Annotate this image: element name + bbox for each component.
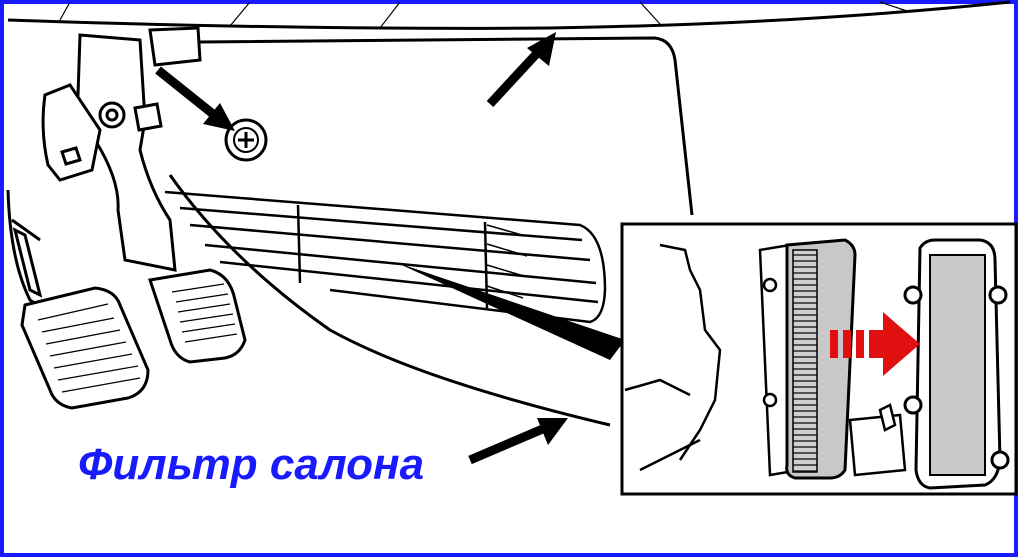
lower-panel (168, 36, 694, 427)
filter-cover (903, 238, 1010, 490)
inset-detail (620, 222, 1018, 496)
insertion-arrow-icon (830, 312, 920, 376)
pedal-bracket (41, 26, 202, 182)
side-trim (6, 189, 61, 322)
cabin-filter (785, 238, 857, 480)
dashboard-edge (7, 0, 1011, 30)
screw-icon (224, 118, 268, 162)
accelerator-pedal (12, 227, 150, 410)
caption-text: Фильтр салона (78, 440, 425, 489)
pointer-arrow-icon (155, 32, 625, 465)
